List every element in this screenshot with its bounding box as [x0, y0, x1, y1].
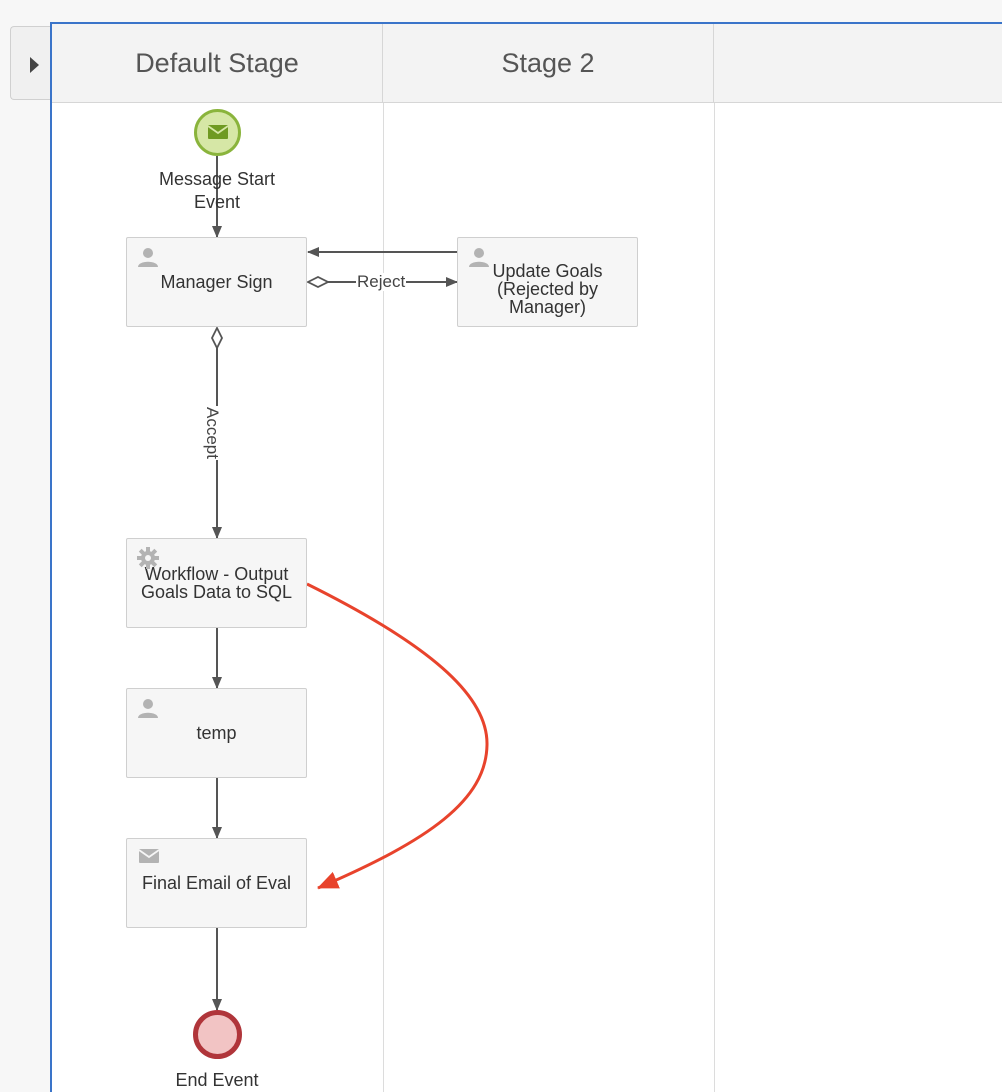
user-icon — [138, 699, 158, 718]
end-event[interactable] — [193, 1010, 242, 1059]
task-label: Manager Sign — [160, 272, 273, 292]
task-workflow-output[interactable]: Workflow - Output Goals Data to SQL — [126, 538, 307, 628]
end-event-label: End Event — [175, 1070, 259, 1090]
task-label: temp — [196, 723, 237, 743]
task-manager-sign[interactable]: Manager Sign — [126, 237, 307, 327]
message-start-event[interactable] — [194, 109, 241, 156]
envelope-icon — [208, 125, 228, 139]
envelope-icon — [139, 849, 159, 863]
task-label: Final Email of Eval — [141, 873, 292, 893]
flow-label-reject: Reject — [356, 272, 407, 291]
gear-icon — [137, 547, 159, 569]
lane-divider — [714, 103, 715, 1092]
caret-right-icon — [30, 57, 39, 73]
expand-panel-toggle[interactable] — [10, 26, 52, 100]
task-label: Update Goals (Rejected by Manager) — [492, 261, 603, 317]
stage-header-stage-2[interactable]: Stage 2 — [383, 24, 714, 103]
diamond-conditional-icon — [305, 275, 331, 289]
diamond-conditional-icon — [210, 325, 224, 351]
task-final-email[interactable]: Final Email of Eval — [126, 838, 307, 928]
stage-header-default[interactable]: Default Stage — [52, 24, 383, 103]
stage-header-bar — [52, 24, 1002, 103]
flow-label-accept: Accept — [202, 406, 222, 460]
user-icon — [138, 248, 158, 267]
lane-divider — [383, 103, 384, 1092]
start-event-label: Message Start Event — [158, 169, 276, 212]
task-temp[interactable]: temp — [126, 688, 307, 778]
task-update-goals[interactable]: Update Goals (Rejected by Manager) — [457, 237, 638, 327]
flow-workflow-to-final-email-highlight[interactable] — [306, 582, 489, 890]
task-label: Workflow - Output Goals Data to SQL — [140, 564, 293, 602]
user-icon — [469, 248, 489, 267]
